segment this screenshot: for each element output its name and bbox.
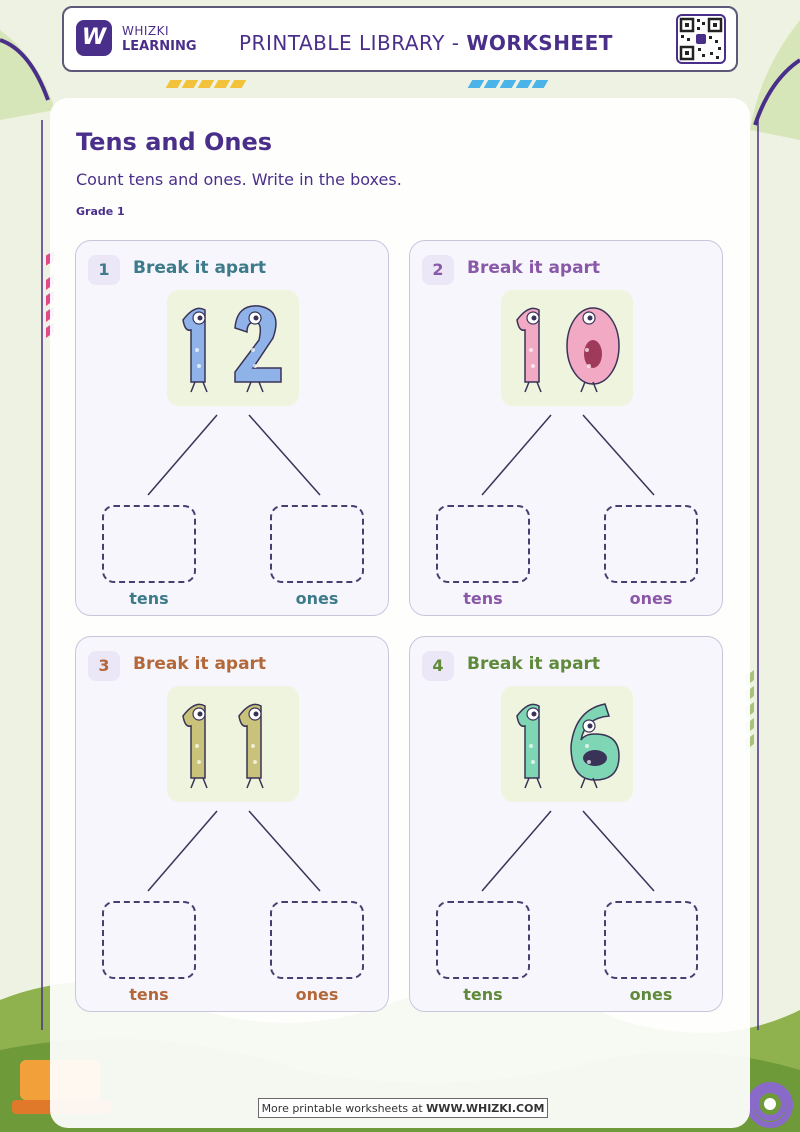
ones-label: ones (629, 589, 673, 608)
tens-label: tens (129, 589, 169, 608)
tens-answer-box[interactable] (102, 505, 196, 583)
exercise-number: 2 (422, 255, 454, 285)
tens-answer-box[interactable] (436, 901, 530, 979)
ones-answer-box[interactable] (270, 505, 364, 583)
exercise-title: Break it apart (467, 258, 601, 278)
footer-site[interactable]: WWW.WHIZKI.COM (426, 1102, 545, 1115)
tens-label: tens (463, 589, 503, 608)
footer-prefix: More printable worksheets at (261, 1102, 427, 1115)
grade-label: Grade 1 (76, 205, 125, 218)
exercise-number: 3 (88, 651, 120, 681)
qr-code-icon[interactable] (676, 14, 726, 64)
ones-label: ones (295, 985, 339, 1004)
branch-lines (481, 810, 655, 892)
brand-name: WHIZKI (122, 24, 170, 38)
exercise-title: Break it apart (133, 258, 267, 278)
header-title: PRINTABLE LIBRARY - WORKSHEET (239, 31, 613, 55)
ones-label: ones (629, 985, 673, 1004)
ones-answer-box[interactable] (604, 901, 698, 979)
exercise-title: Break it apart (467, 654, 601, 674)
monster-number-illustration (167, 290, 299, 406)
yellow-stripes (165, 80, 247, 90)
monster-number-illustration (501, 290, 633, 406)
ones-label: ones (295, 589, 339, 608)
branch-lines (481, 414, 655, 496)
exercise-card-3: 3 Break it apart tens ones (75, 636, 389, 1012)
footer-link[interactable]: More printable worksheets at WWW.WHIZKI.… (258, 1098, 548, 1118)
whizki-logo[interactable]: W (76, 20, 112, 56)
exercise-title: Break it apart (133, 654, 267, 674)
tens-answer-box[interactable] (102, 901, 196, 979)
exercise-number: 4 (422, 651, 454, 681)
branch-lines (147, 414, 321, 496)
ones-answer-box[interactable] (270, 901, 364, 979)
exercise-card-4: 4 Break it apart tens ones (409, 636, 723, 1012)
tens-answer-box[interactable] (436, 505, 530, 583)
tens-label: tens (129, 985, 169, 1004)
exercise-card-1: 1 Break it apart tens ones (75, 240, 389, 616)
tens-label: tens (463, 985, 503, 1004)
ones-answer-box[interactable] (604, 505, 698, 583)
branch-lines (147, 810, 321, 892)
page-header: W WHIZKI LEARNING PRINTABLE LIBRARY - WO… (62, 6, 738, 72)
monster-number-illustration (501, 686, 633, 802)
gear-icon (753, 1087, 787, 1121)
worksheet-instructions: Count tens and ones. Write in the boxes. (76, 170, 402, 189)
blue-stripes (467, 80, 549, 90)
header-title-bold: WORKSHEET (466, 31, 613, 55)
exercise-number: 1 (88, 255, 120, 285)
exercise-card-2: 2 Break it apart tens ones (409, 240, 723, 616)
header-title-prefix: PRINTABLE LIBRARY - (239, 31, 467, 55)
brand-subtitle: LEARNING (122, 39, 197, 54)
worksheet-title: Tens and Ones (76, 128, 273, 156)
monster-number-illustration (167, 686, 299, 802)
